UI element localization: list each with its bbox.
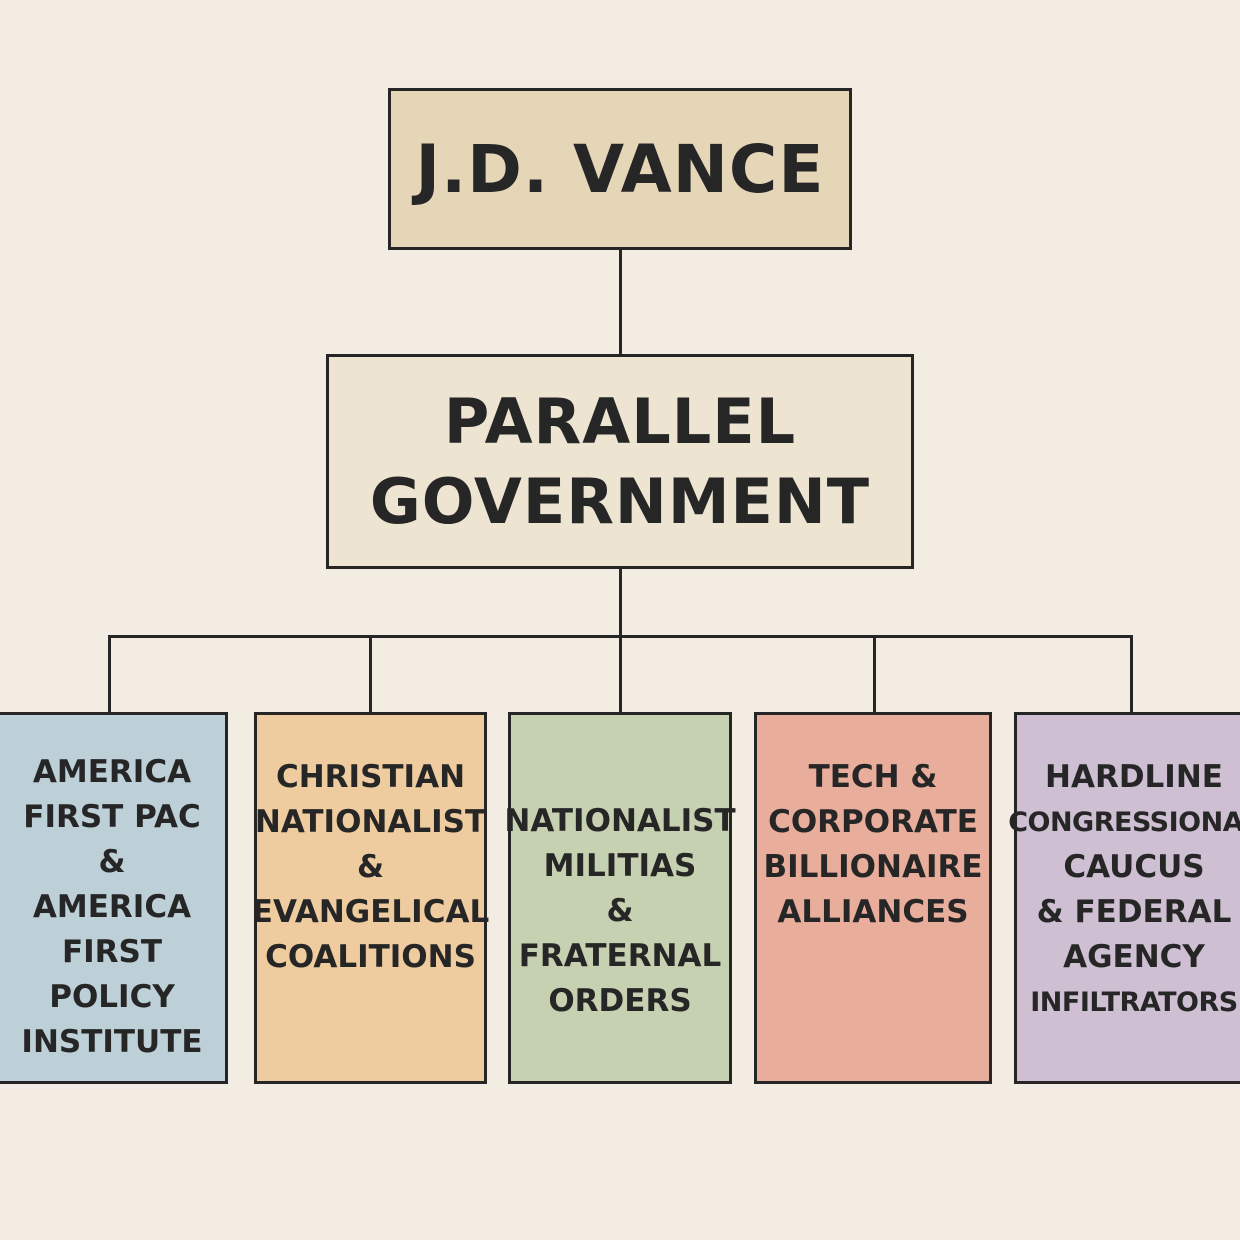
connector-branch-1 (108, 635, 111, 712)
connector-branch-4 (873, 635, 876, 712)
branch-node-line: POLICY (49, 979, 175, 1015)
branch-node-hardline-caucus: HARDLINE CONGRESSIONAL CAUCUS & FEDERAL … (1008, 712, 1240, 1084)
branch-node-line: INSTITUTE (21, 1024, 203, 1060)
branch-node-line: EVANGELICAL (251, 894, 490, 930)
root-node-label: J.D. VANCE (415, 130, 825, 208)
branch-node-line: INFILTRATORS (1030, 987, 1238, 1018)
branch-node-line: AMERICA (32, 754, 192, 790)
branch-node-line: FRATERNAL (518, 938, 722, 974)
branch-node-nationalist-militias: NATIONALIST MILITIAS & FRATERNAL ORDERS (504, 712, 736, 1084)
connector-branch-3 (619, 635, 622, 712)
branch-node-line: FIRST PAC (23, 799, 201, 835)
connector-branch-2 (369, 635, 372, 712)
branch-node-line: FIRST (61, 934, 163, 970)
branch-node-line: MILITIAS (543, 848, 697, 884)
branch-node-line: ALLIANCES (777, 894, 969, 930)
branch-node-line: AGENCY (1063, 939, 1205, 975)
branch-node-line: HARDLINE (1045, 759, 1223, 795)
branch-node-line: & (98, 844, 126, 880)
branch-node-line: CHRISTIAN (275, 759, 466, 795)
branch-node-line: AMERICA (32, 889, 192, 925)
branch-node-line: BILLIONAIRE (763, 849, 983, 885)
branch-node-line: NATIONALIST (504, 803, 736, 839)
branch-node-america-first: AMERICA FIRST PAC & AMERICA FIRST POLICY… (0, 712, 228, 1084)
middle-node-line: PARALLEL (443, 384, 797, 458)
branch-node-line: ORDERS (548, 983, 692, 1019)
branch-node-line: & (356, 849, 385, 885)
connector-branch-5 (1130, 635, 1133, 712)
branch-node-line: CONGRESSIONAL (1008, 807, 1240, 838)
branch-node-line: CAUCUS (1063, 849, 1205, 885)
branch-node-line: COALITIONS (265, 939, 476, 975)
connector-middle-down (619, 569, 622, 637)
branch-node-line: NATIONALIST (254, 804, 487, 840)
middle-node: PARALLEL GOVERNMENT (326, 354, 914, 569)
branch-node-line: TECH & (808, 759, 938, 795)
middle-node-line: GOVERNMENT (369, 464, 871, 538)
root-node: J.D. VANCE (388, 88, 852, 250)
branch-node-line: CORPORATE (768, 804, 978, 840)
branch-node-line: & FEDERAL (1036, 894, 1232, 930)
branch-node-line: & (606, 893, 634, 929)
branch-node-christian-nationalist: CHRISTIAN NATIONALIST & EVANGELICAL COAL… (251, 712, 490, 1084)
connector-root-to-middle (619, 250, 622, 354)
branch-node-tech-corporate: TECH & CORPORATE BILLIONAIRE ALLIANCES (754, 712, 992, 1084)
